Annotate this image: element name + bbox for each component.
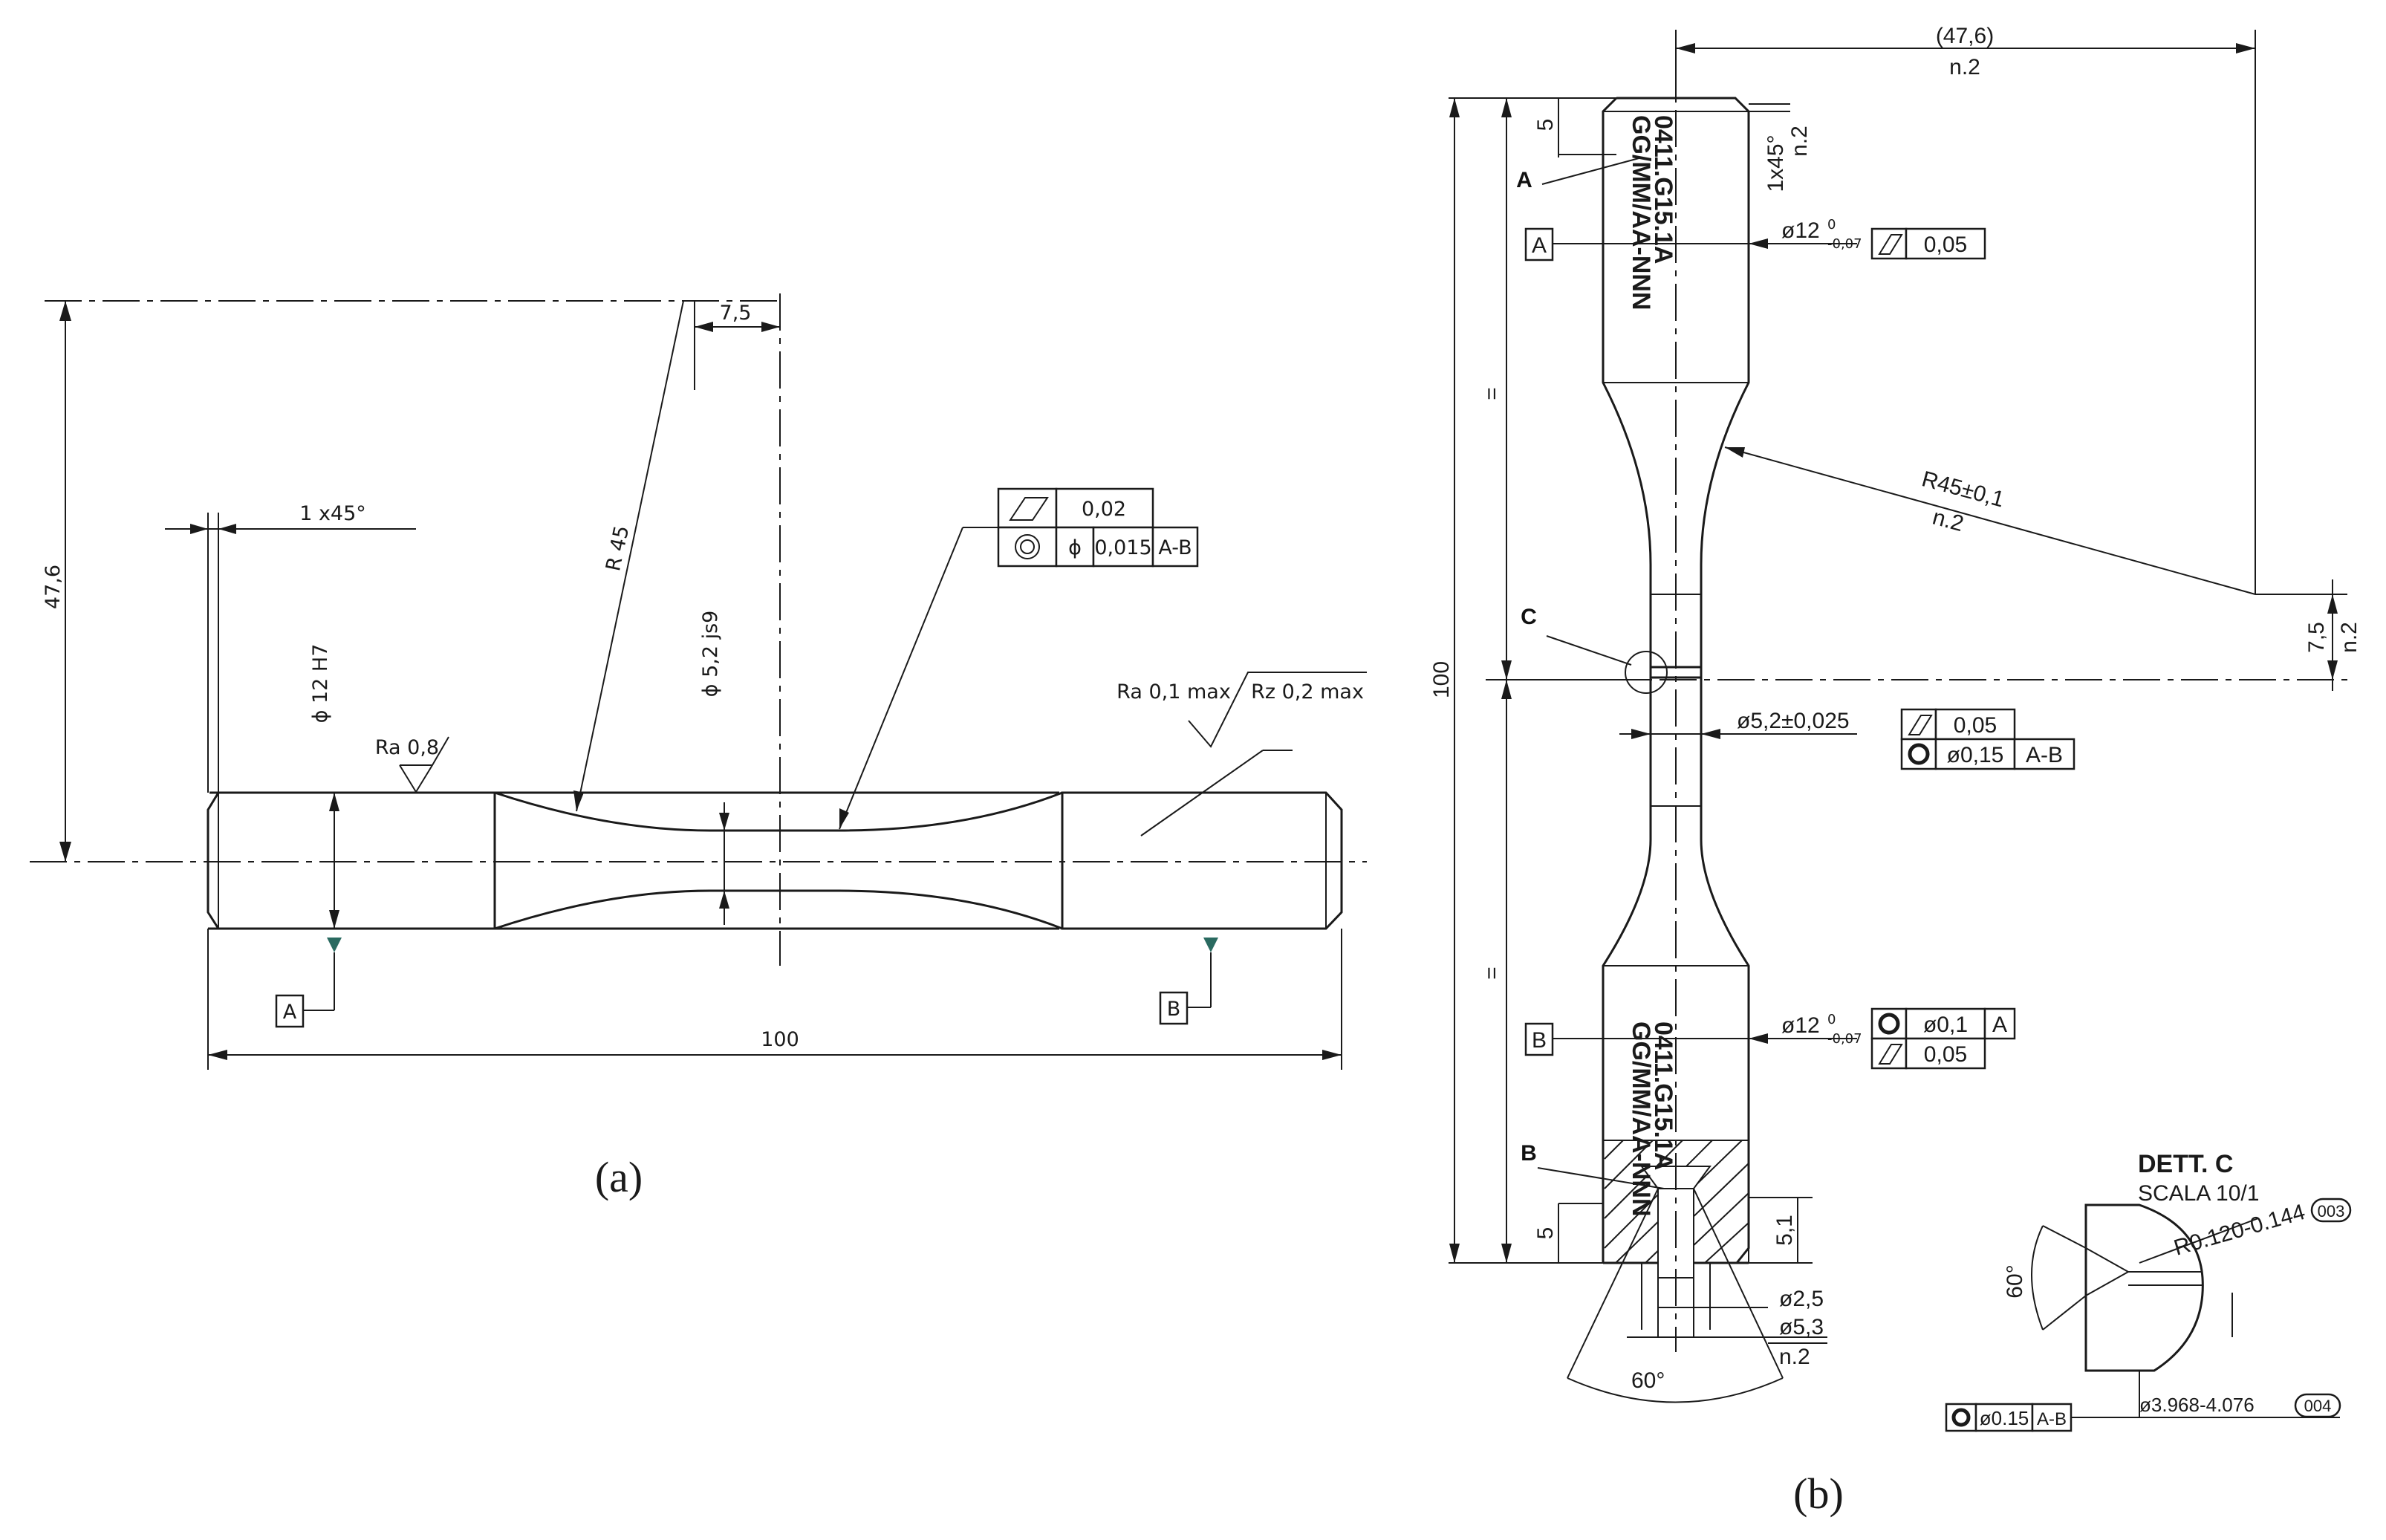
detail-c-view: DETT. C SCALA 10/1	[2031, 1150, 2259, 1372]
label-b-marker: B	[1521, 1141, 1537, 1166]
dim-b-chamfer: 1x45°	[1764, 134, 1788, 192]
detail-c-scale: SCALA 10/1	[2138, 1181, 2259, 1206]
tol-a-conc-datum: A-B	[1158, 536, 1192, 559]
tol-a-cyl-value: 0,02	[1082, 498, 1126, 521]
detail-c-dia-ref: 004	[2304, 1397, 2332, 1415]
dim-b-center-angle: 60°	[1631, 1368, 1665, 1393]
rz-right-label: Rz 0,2 max	[1251, 680, 1364, 704]
dim-b-offset-total: (47,6)	[1936, 24, 1994, 48]
tol-b-top-cyl: 0,05	[1924, 233, 1967, 257]
dim-b-offset: 7,5	[2304, 622, 2329, 653]
tol-b-gauge-cyl: 0,05	[1954, 713, 1997, 738]
datum-b-a-box	[1524, 227, 1554, 261]
detail-c-radius: R0.120-0.144	[2171, 1200, 2308, 1261]
ra-left-label: Ra 0,8	[375, 736, 439, 759]
tol-b-bot-conc: ø0,1	[1923, 1013, 1968, 1037]
dim-b-center-csk-count: n.2	[1779, 1345, 1810, 1369]
dim-b-gauge-dia: ø5,2±0,025	[1737, 709, 1850, 733]
marking-top-line2: GG/MM/AA-NNN	[1627, 115, 1655, 311]
dim-b-radius-count: n.2	[1930, 504, 1966, 536]
dim-b-5-bottom: 5	[1533, 1227, 1558, 1240]
dim-b-chamfer-count: n.2	[1787, 126, 1812, 157]
detail-c-radius-ref: 003	[2318, 1202, 2345, 1221]
marking-bottom-line1: 0411.G15.1A	[1649, 1021, 1677, 1170]
dim-a-chamfer-label: 1 x45°	[299, 502, 366, 525]
dim-b-grip-bot-dia: ø12	[1781, 1013, 1820, 1038]
view-b: 0411.G15.1A GG/MM/AA-NNN 0411.G15.1A GG/…	[1429, 24, 2361, 1518]
label-a-marker: A	[1516, 168, 1532, 192]
dim-b-grip-top-tol-upper: 0	[1827, 217, 1836, 233]
tol-a-phi: ϕ	[1068, 536, 1082, 559]
dim-b-eq-bottom: =	[1480, 966, 1504, 980]
dim-a-radius-label: R 45	[602, 524, 634, 574]
dim-b-grip-bot-tol-lower: -0,07	[1827, 1031, 1862, 1047]
view-a: 47,6 7,5 R 45 1 x45° ϕ 12 H7 ϕ 5,2 js9	[30, 293, 1367, 1201]
datum-a-triangle	[327, 938, 342, 952]
tol-a-conc-value: 0,015	[1094, 536, 1151, 559]
detail-c-title: DETT. C	[2138, 1150, 2233, 1178]
radius-leader-b	[1724, 446, 2256, 595]
dim-a-grip-dia-label: ϕ 12 H7	[309, 644, 332, 724]
radius-leader-a	[576, 300, 684, 812]
dim-b-center-hole: ø2,5	[1779, 1287, 1824, 1311]
detail-c-angle: 60°	[2003, 1264, 2027, 1298]
dim-b-center-csk: ø5,3	[1779, 1315, 1824, 1339]
detail-c-conc: ø0.15	[1980, 1407, 2029, 1429]
ra-right-label: Ra 0,1 max	[1116, 680, 1231, 704]
caption-a: (a)	[595, 1153, 643, 1201]
tolerance-frame-a	[997, 487, 1199, 568]
tol-b-gauge-conc-datum: A-B	[2026, 743, 2063, 767]
dim-b-length: 100	[1429, 661, 1454, 698]
label-c-marker: C	[1521, 605, 1537, 629]
dim-b-5-1: 5,1	[1772, 1215, 1797, 1246]
detail-c-circle	[1625, 651, 1668, 694]
datum-b-label: B	[1167, 998, 1181, 1021]
dim-a-offset-label: 7,5	[720, 302, 752, 325]
dim-b-grip-top-tol-lower: -0,07	[1827, 236, 1862, 252]
marking-top-line1: 0411.G15.1A	[1649, 115, 1677, 264]
dim-b-offset-count: n.2	[1949, 55, 1980, 79]
datum-b-triangle	[1203, 938, 1218, 952]
specimen-a-outline	[207, 791, 1343, 930]
dim-b-eq-top: =	[1480, 387, 1504, 400]
dim-b-5-top: 5	[1533, 119, 1558, 131]
detail-c-dia: ø3.968-4.076	[2139, 1394, 2255, 1416]
detail-c-conc-datum: A-B	[2037, 1409, 2067, 1429]
dim-b-grip-top-dia: ø12	[1781, 218, 1820, 243]
dim-a-gauge-dia-label: ϕ 5,2 js9	[699, 611, 722, 698]
dim-a-length-label: 100	[761, 1028, 799, 1051]
roughness-symbol-left	[399, 736, 449, 793]
datum-a-label: A	[283, 1001, 297, 1024]
roughness-symbol-right	[1188, 672, 1367, 748]
dim-a-height-label: 47,6	[42, 565, 65, 609]
caption-b: (b)	[1793, 1469, 1844, 1518]
tol-b-bot-conc-datum: A	[1992, 1013, 2007, 1037]
dim-b-offset-n2: n.2	[2337, 622, 2361, 653]
angle-arc-60	[1567, 1377, 1784, 1403]
datum-b-b-label: B	[1532, 1028, 1547, 1053]
tol-b-gauge-conc: ø0,15	[1947, 743, 2004, 767]
datum-b-a-label: A	[1532, 233, 1547, 258]
tol-b-bot-cyl: 0,05	[1924, 1042, 1967, 1067]
marking-bottom-line2: GG/MM/AA-NNN	[1627, 1021, 1655, 1217]
dim-b-grip-bot-tol-upper: 0	[1827, 1012, 1836, 1027]
